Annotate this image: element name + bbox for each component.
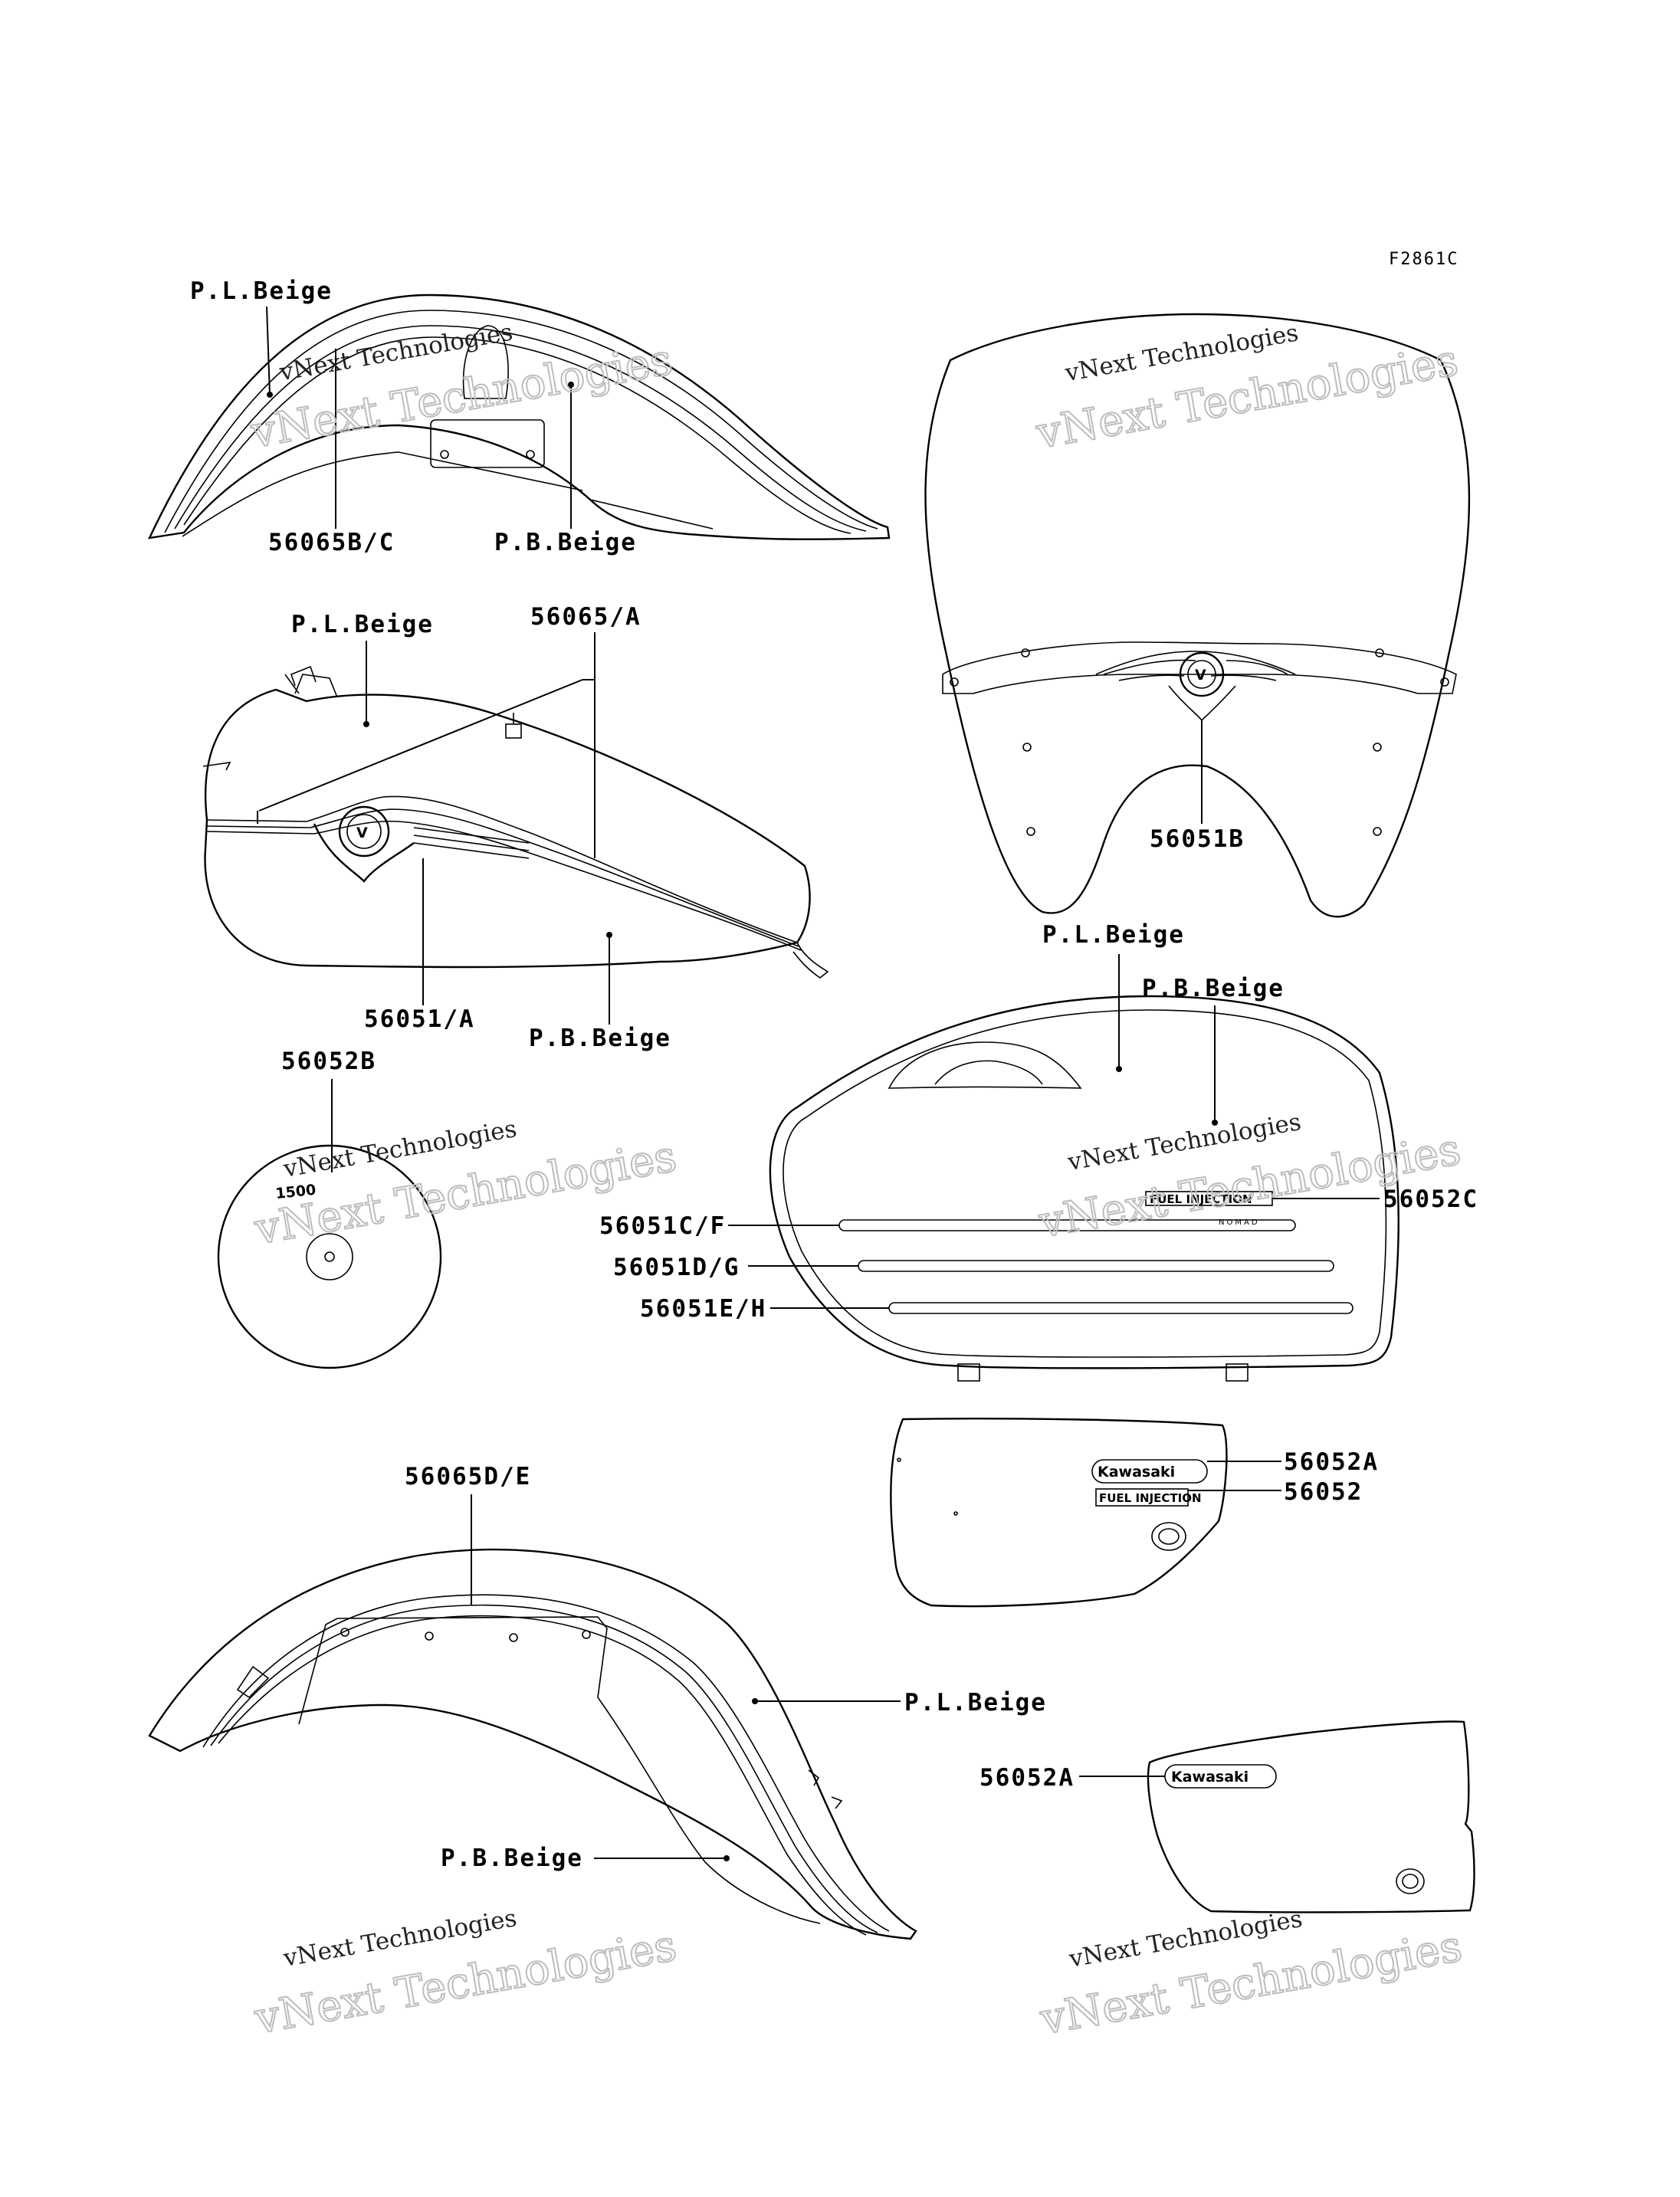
bag-pb-label: P.B.Beige — [1142, 975, 1285, 1002]
shield-label: 56051B — [1150, 825, 1245, 853]
tank-pl-label: P.L.Beige — [291, 611, 434, 638]
tank-pb-label: P.B.Beige — [529, 1025, 671, 1052]
side-cover-right-kawasaki-label: 56052A — [1284, 1448, 1379, 1476]
tank-emblem-label: 56051/A — [364, 1005, 475, 1033]
side-cover-right-fi-label: 56052 — [1284, 1478, 1363, 1506]
rear-fender — [147, 293, 891, 540]
cover-code-label: 56052B — [281, 1048, 376, 1075]
kawasaki-decal-left: Kawasaki — [1171, 1769, 1249, 1785]
bag-pl-label: P.L.Beige — [1042, 921, 1185, 949]
fuel-tank: V — [202, 665, 829, 979]
bag-stripe3-label: 56051E/H — [640, 1295, 766, 1323]
figure-code: F2861C — [1389, 250, 1459, 269]
side-cover-left: Kawasaki — [1147, 1720, 1475, 1913]
shield-emblem-letter: V — [1195, 667, 1206, 684]
bag-stripe2-label: 56051D/G — [613, 1254, 740, 1281]
cover-displacement: 1500 — [274, 1182, 317, 1202]
fuel-injection-decal: FUEL INJECTION — [1150, 1192, 1252, 1206]
bag-fuel-decal-label: 56052C — [1383, 1185, 1478, 1213]
front-fender-pb-label: P.B.Beige — [441, 1844, 583, 1872]
rear-fender-pl-label: P.L.Beige — [190, 277, 333, 305]
rear-fender-pb-label: P.B.Beige — [494, 529, 637, 556]
front-fender-pl-label: P.L.Beige — [904, 1689, 1047, 1717]
windshield: V — [924, 313, 1471, 918]
front-fender-code-label: 56065D/E — [405, 1463, 531, 1490]
watermark-bottom-left: vNext Technologies vNext Technologies — [250, 1904, 681, 2045]
rear-fender-code-label: 56065B/C — [268, 529, 395, 556]
round-cover: 1500 — [217, 1144, 442, 1369]
kawasaki-decal-right: Kawasaki — [1098, 1464, 1175, 1481]
fuel-injection-decal-small: FUEL INJECTION — [1099, 1491, 1202, 1505]
front-fender — [148, 1548, 917, 1940]
tank-code-label: 56065/A — [530, 603, 641, 631]
watermark-top-right: vNext Technologies vNext Technologies — [1032, 319, 1462, 459]
bag-stripe1-label: 56051C/F — [599, 1212, 726, 1240]
nomad-decal: NOMAD — [1219, 1218, 1260, 1227]
side-cover-left-kawasaki-label: 56052A — [979, 1764, 1075, 1792]
side-cover-right: Kawasaki FUEL INJECTION — [890, 1418, 1228, 1608]
watermark-bottom-right: vNext Technologies vNext Technologies — [1035, 1905, 1466, 2045]
tank-emblem-letter: V — [356, 825, 368, 841]
